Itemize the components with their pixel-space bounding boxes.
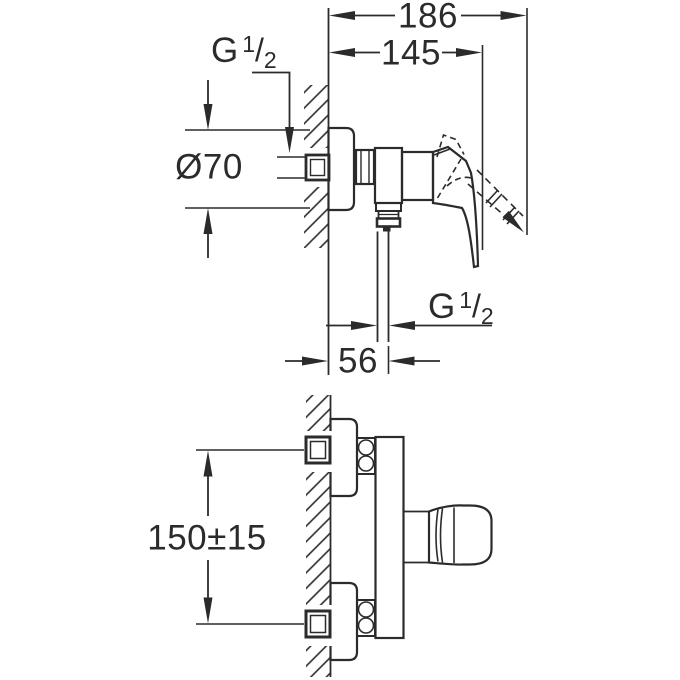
shower-outlet-connection <box>375 202 402 342</box>
lever-handle-swing-dashed <box>436 133 524 233</box>
thread-fraction-slash: / <box>472 288 481 324</box>
side-view-wall-union-fitting <box>277 148 331 187</box>
dimension-label-145: 145 <box>381 33 441 73</box>
thread-fraction-numerator: 1 <box>242 31 256 57</box>
dimension-186 <box>329 8 528 235</box>
front-view-mixer-body <box>374 435 405 640</box>
dimension-label-diameter-70: Ø70 <box>175 147 243 187</box>
side-view-escutcheon <box>327 126 356 212</box>
dimension-label-186: 186 <box>398 0 458 36</box>
lever-handle <box>431 145 480 269</box>
outlet-thread-callout <box>326 321 492 330</box>
front-view-bottom-connection <box>299 581 376 662</box>
front-view-lever-handle <box>403 504 493 566</box>
thread-fraction-denominator: 2 <box>263 47 277 73</box>
front-view-top-connection <box>299 417 376 498</box>
thread-letter: G <box>211 31 239 70</box>
dimension-label-56: 56 <box>338 341 378 381</box>
thread-letter: G <box>428 287 456 326</box>
dimension-150 <box>196 449 304 625</box>
dimension-diameter-70 <box>185 80 310 258</box>
side-view-wall-section <box>304 8 330 375</box>
thread-fraction-denominator: 2 <box>480 303 494 329</box>
dimension-56 <box>285 346 440 374</box>
side-view-mixer-body <box>373 146 435 205</box>
side-view-union-nut <box>354 148 376 186</box>
dimension-label-150: 150±15 <box>147 518 267 558</box>
wall-thread-leader <box>252 71 294 153</box>
thread-fraction-numerator: 1 <box>459 287 473 313</box>
thread-fraction-slash: / <box>255 32 264 68</box>
dimension-145 <box>329 45 484 250</box>
